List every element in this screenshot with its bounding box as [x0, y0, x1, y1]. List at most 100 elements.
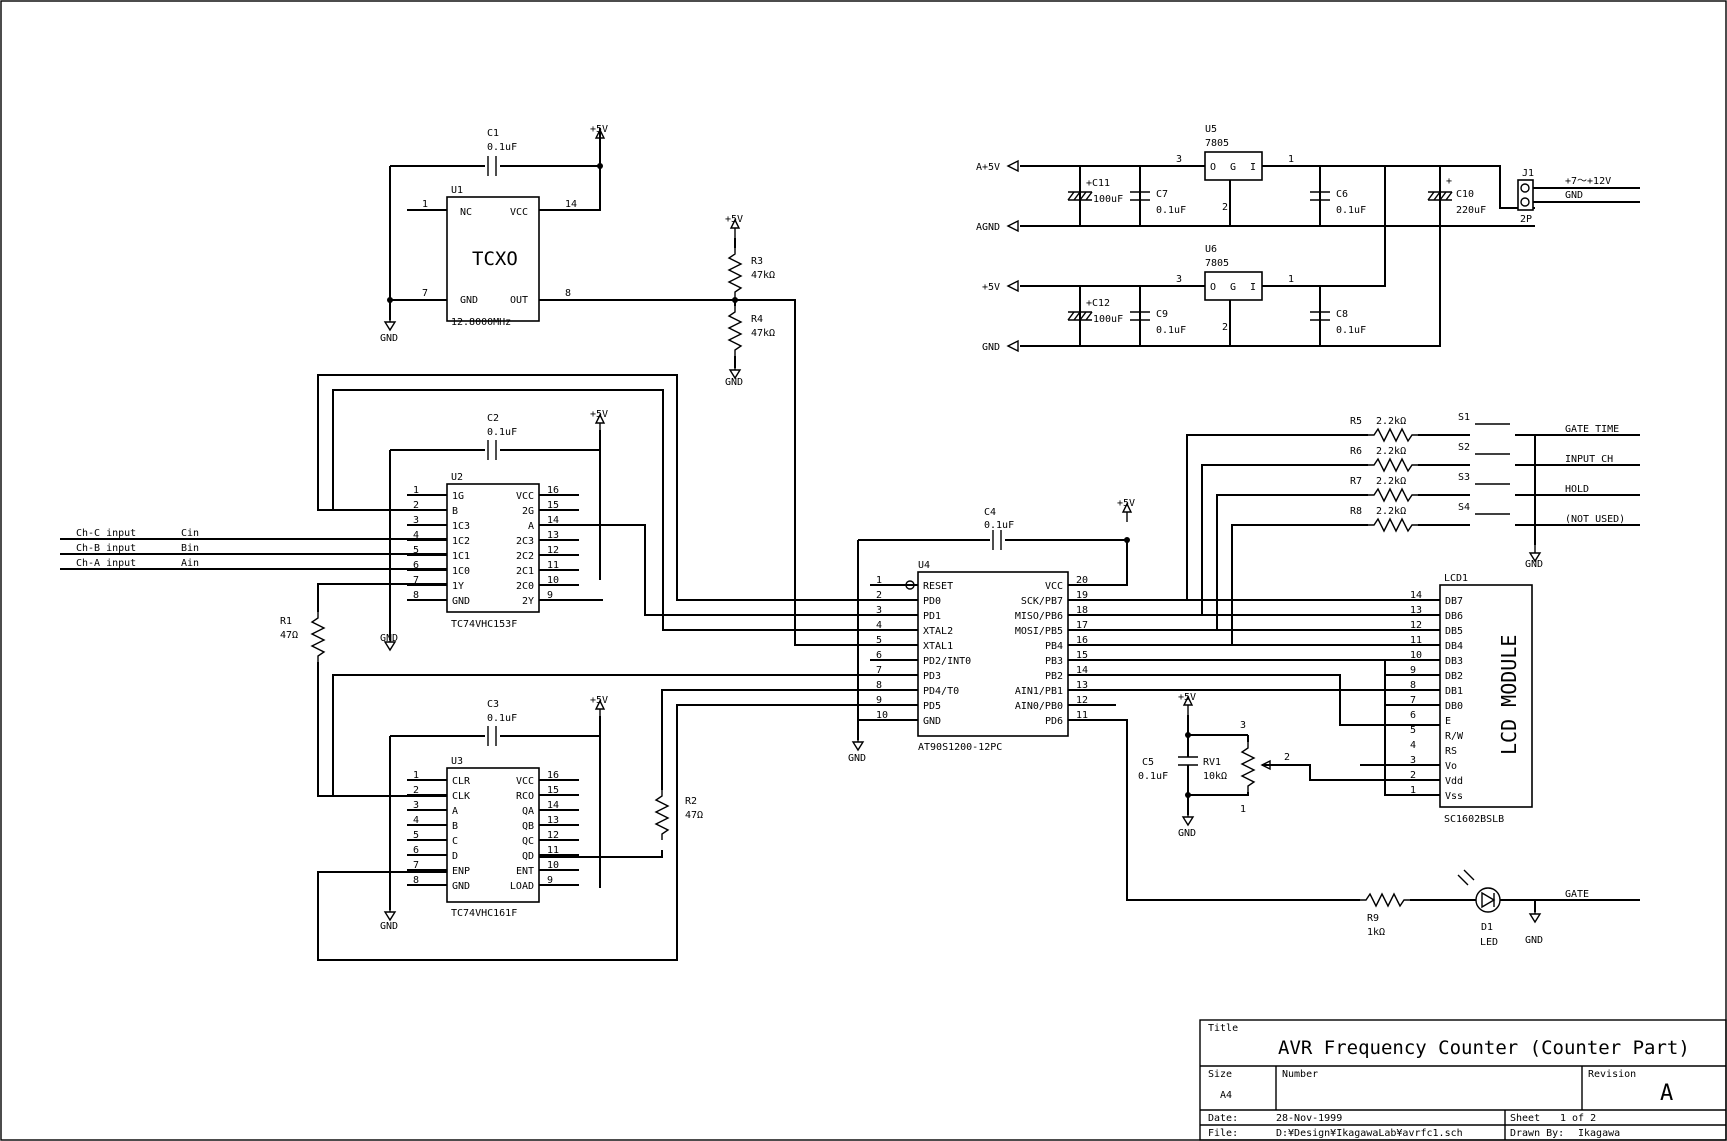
u4-pin-label: MOSI/PB5	[1015, 626, 1063, 637]
u3-value: TC74VHC161F	[451, 908, 517, 919]
u2-pin-label: B	[452, 506, 458, 517]
u4-pin-label: RESET	[923, 581, 953, 592]
u1-pin-gnd: GND	[460, 295, 478, 306]
lcd-pin-label: DB1	[1445, 686, 1463, 697]
c3-value: 0.1uF	[487, 713, 517, 724]
lcd-pin-number: 4	[1410, 740, 1416, 751]
size-label: Size	[1208, 1069, 1232, 1080]
u4-pin-label: PB4	[1045, 641, 1063, 652]
u4-pin-label: GND	[923, 716, 941, 727]
net-gate: GATE	[1565, 889, 1589, 900]
c11-value: 100uF	[1093, 194, 1123, 205]
net-ch-b: Ch-B input	[76, 543, 136, 554]
r9-ref: R9	[1367, 913, 1379, 924]
c10-polarity: +	[1446, 176, 1452, 187]
u1-pin-num: 1	[422, 199, 428, 210]
net-input-ch: INPUT CH	[1565, 454, 1613, 465]
u3-pin-number: 3	[413, 800, 419, 811]
u4-pin-number: 5	[876, 635, 882, 646]
u4-pin-number: 12	[1076, 695, 1088, 706]
u3-pin-label: QD	[522, 851, 534, 862]
gnd-label: GND	[380, 333, 398, 344]
u5-pin-num: 2	[1222, 202, 1228, 213]
u5-pin-num: 3	[1176, 154, 1182, 165]
r2-ref: R2	[685, 796, 697, 807]
u4-pin-number: 18	[1076, 605, 1088, 616]
drawing-title: AVR Frequency Counter (Counter Part)	[1278, 1037, 1690, 1059]
u4-pin-label: PD0	[923, 596, 941, 607]
lcd-pin-label: RS	[1445, 746, 1457, 757]
u3-pin-label: CLR	[452, 776, 471, 787]
u4-pin-number: 13	[1076, 680, 1088, 691]
c1-value: 0.1uF	[487, 142, 517, 153]
u3-pin-label: B	[452, 821, 458, 832]
lcd-pin-label: DB4	[1445, 641, 1463, 652]
r8-ref: R8	[1350, 506, 1362, 517]
u3-pin-label: GND	[452, 881, 470, 892]
u6-ref: U6	[1205, 244, 1217, 255]
u6-pin: G	[1230, 282, 1236, 293]
u3-pin-label: CLK	[452, 791, 470, 802]
c11-ref: +C11	[1086, 178, 1110, 189]
u4-pin-number: 17	[1076, 620, 1088, 631]
c2-ref: C2	[487, 413, 499, 424]
u5-pin: G	[1230, 162, 1236, 173]
vcc-label: +5V	[1178, 692, 1196, 703]
c10-value: 220uF	[1456, 205, 1486, 216]
u4-mcu: U4 AT90S1200-12PC	[917, 560, 1069, 753]
vcc-label: +5V	[590, 124, 608, 135]
lcd-pin-label: R/W	[1445, 731, 1464, 742]
u3-counter: U3 TC74VHC161F	[446, 756, 540, 919]
lcd-pin-number: 8	[1410, 680, 1416, 691]
lcd-pin-number: 10	[1410, 650, 1422, 661]
c10-ref: C10	[1456, 189, 1474, 200]
u3-pin-label: QB	[522, 821, 534, 832]
lcd-pin-number: 5	[1410, 725, 1416, 736]
c1-ref: C1	[487, 128, 499, 139]
file-label: File:	[1208, 1128, 1238, 1139]
u2-pin-number: 2	[413, 500, 419, 511]
u2-pin-number: 10	[547, 575, 559, 586]
u3-pin-number: 9	[547, 875, 553, 886]
switch-bank	[1186, 423, 1640, 645]
vcc-label: +5V	[1117, 498, 1135, 509]
r7-ref: R7	[1350, 476, 1362, 487]
agnd-label: AGND	[976, 222, 1000, 233]
gnd-label: GND	[725, 377, 743, 388]
rv1-pin-number: 3	[1240, 720, 1246, 731]
u2-pin-number: 11	[547, 560, 559, 571]
u4-pin-label: PD4/T0	[923, 686, 959, 697]
u1-pin-num: 8	[565, 288, 571, 299]
rv1-ref: RV1	[1203, 757, 1221, 768]
u1-pin-num: 14	[565, 199, 577, 210]
u4-pin-number: 6	[876, 650, 882, 661]
lcd-name: LCD MODULE	[1497, 635, 1521, 755]
u2-pin-number: 14	[547, 515, 559, 526]
u5-pin: I	[1250, 162, 1256, 173]
u4-pin-label: AIN1/PB1	[1015, 686, 1063, 697]
lcd-pin-label: E	[1445, 716, 1451, 727]
u1-pin-vcc: VCC	[510, 207, 528, 218]
u1-pin-num: 7	[422, 288, 428, 299]
u4-pin-number: 4	[876, 620, 882, 631]
u3-pin-label: ENT	[516, 866, 534, 877]
lcd-pin-label: DB6	[1445, 611, 1463, 622]
u4-pin-label: PD3	[923, 671, 941, 682]
u5-pin-num: 1	[1288, 154, 1294, 165]
lcd-pin-number: 14	[1410, 590, 1422, 601]
u2-pin-label: 2C0	[516, 581, 534, 592]
u3-pin-label: ENP	[452, 866, 470, 877]
u1-ref: U1	[451, 185, 463, 196]
u2-pin-label: A	[528, 521, 534, 532]
u6-pin: O	[1210, 282, 1216, 293]
lcd-pin-label: DB2	[1445, 671, 1463, 682]
net-supply-gnd: GND	[1565, 190, 1583, 201]
u2-pin-number: 1	[413, 485, 419, 496]
u5-pin: O	[1210, 162, 1216, 173]
d1-value: LED	[1480, 937, 1498, 948]
u2-pin-number: 12	[547, 545, 559, 556]
u5-ref: U5	[1205, 124, 1217, 135]
u2-pin-label: 1C1	[452, 551, 470, 562]
u4-pin-label: PD1	[923, 611, 941, 622]
